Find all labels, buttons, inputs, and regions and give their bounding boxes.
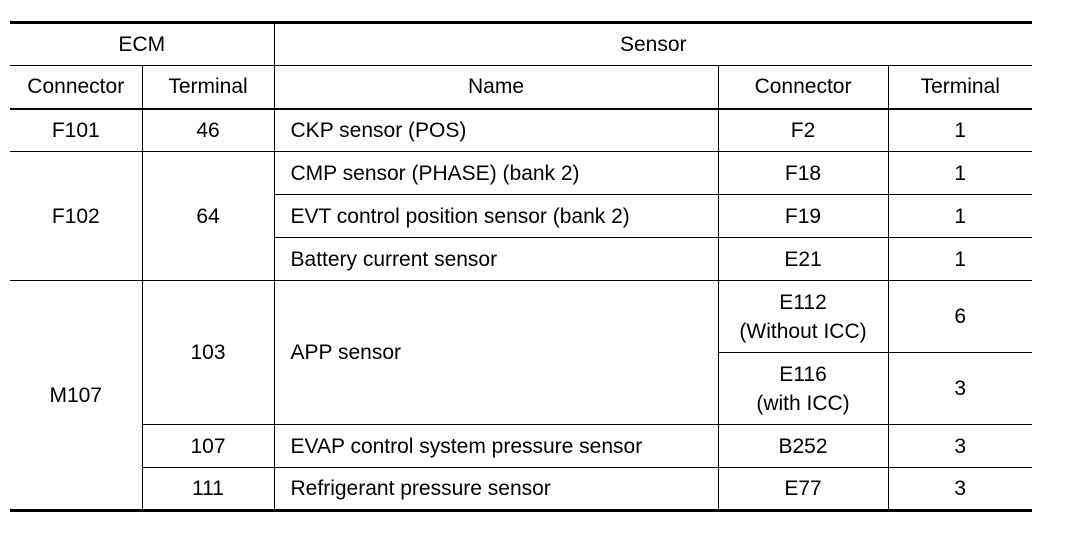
table-row: E116 (with ICC) 3 <box>10 352 1033 425</box>
sensor-connector-cell: F19 <box>717 194 889 238</box>
connector-variant: (with ICC) <box>756 391 850 415</box>
sensor-connector-cell: E112 (Without ICC) <box>717 280 889 353</box>
sensor-group-header: Sensor <box>273 21 1033 66</box>
header-row-columns: Connector Terminal Name Connector Termin… <box>10 65 1033 110</box>
sensor-connector-cell: F18 <box>717 151 889 195</box>
table-row: 107 EVAP control system pressure sensor … <box>10 424 1033 468</box>
ecm-connector-cell: F102 <box>10 151 143 281</box>
connector-variant: (Without ICC) <box>739 319 867 343</box>
sensor-name-cell: CKP sensor (POS) <box>273 108 719 152</box>
connector-code: E112 <box>779 290 827 314</box>
sensor-connector-header: Connector <box>717 65 889 110</box>
sensor-terminal-cell: 3 <box>887 424 1033 468</box>
sensor-terminal-cell: 3 <box>887 352 1033 425</box>
sensor-terminal-cell: 3 <box>887 467 1033 512</box>
ecm-group-header: ECM <box>10 21 275 66</box>
sensor-terminal-header: Terminal <box>887 65 1033 110</box>
sensor-name-cell: EVAP control system pressure sensor <box>273 424 719 468</box>
table-row: Battery current sensor E21 1 <box>10 237 1033 281</box>
sensor-name-cell: CMP sensor (PHASE) (bank 2) <box>273 151 719 195</box>
ecm-terminal-header: Terminal <box>141 65 275 110</box>
ecm-terminal-cell: 107 <box>142 424 275 468</box>
ecm-connector-cell: F101 <box>10 108 143 152</box>
table-row: M107 103 APP sensor E112 (Without ICC) 6 <box>10 280 1033 512</box>
connector-code: E116 <box>779 362 827 386</box>
sensor-terminal-cell: 1 <box>887 151 1033 195</box>
sensor-connector-cell: E21 <box>717 237 889 281</box>
ecm-terminal-cell: 103 <box>141 280 275 425</box>
sensor-name-cell: Battery current sensor <box>274 237 719 281</box>
sensor-terminal-cell: 6 <box>887 280 1033 353</box>
ecm-connector-header: Connector <box>10 65 143 110</box>
sensor-terminal-cell: 1 <box>887 194 1033 238</box>
ecm-terminal-cell: 64 <box>141 151 275 281</box>
table-row: 111 Refrigerant pressure sensor E77 3 <box>10 467 1033 512</box>
sensor-name-cell: EVT control position sensor (bank 2) <box>274 194 719 238</box>
connector-terminal-table: ECM Sensor Connector Terminal Name Conne… <box>10 21 1033 512</box>
ecm-connector-cell: M107 <box>10 280 143 512</box>
table-row: EVT control position sensor (bank 2) F19… <box>10 194 1033 238</box>
ecm-terminal-cell: 111 <box>142 467 275 512</box>
table-row: F101 46 CKP sensor (POS) F2 1 <box>10 108 1033 152</box>
sensor-connector-cell: F2 <box>717 108 889 152</box>
sensor-connector-cell: E77 <box>717 467 889 512</box>
ecm-terminal-cell: 46 <box>141 108 275 152</box>
sensor-name-header: Name <box>273 65 719 110</box>
sensor-name-cell: Refrigerant pressure sensor <box>273 467 719 512</box>
table-row: F102 64 CMP sensor (PHASE) (bank 2) F18 … <box>10 151 1033 281</box>
sensor-name-cell: APP sensor <box>273 280 719 425</box>
sensor-terminal-cell: 1 <box>887 108 1033 152</box>
sensor-connector-cell: E116 (with ICC) <box>718 352 889 425</box>
header-row-groups: ECM Sensor <box>10 21 1033 66</box>
sensor-connector-cell: B252 <box>717 424 889 468</box>
sensor-terminal-cell: 1 <box>887 237 1033 281</box>
